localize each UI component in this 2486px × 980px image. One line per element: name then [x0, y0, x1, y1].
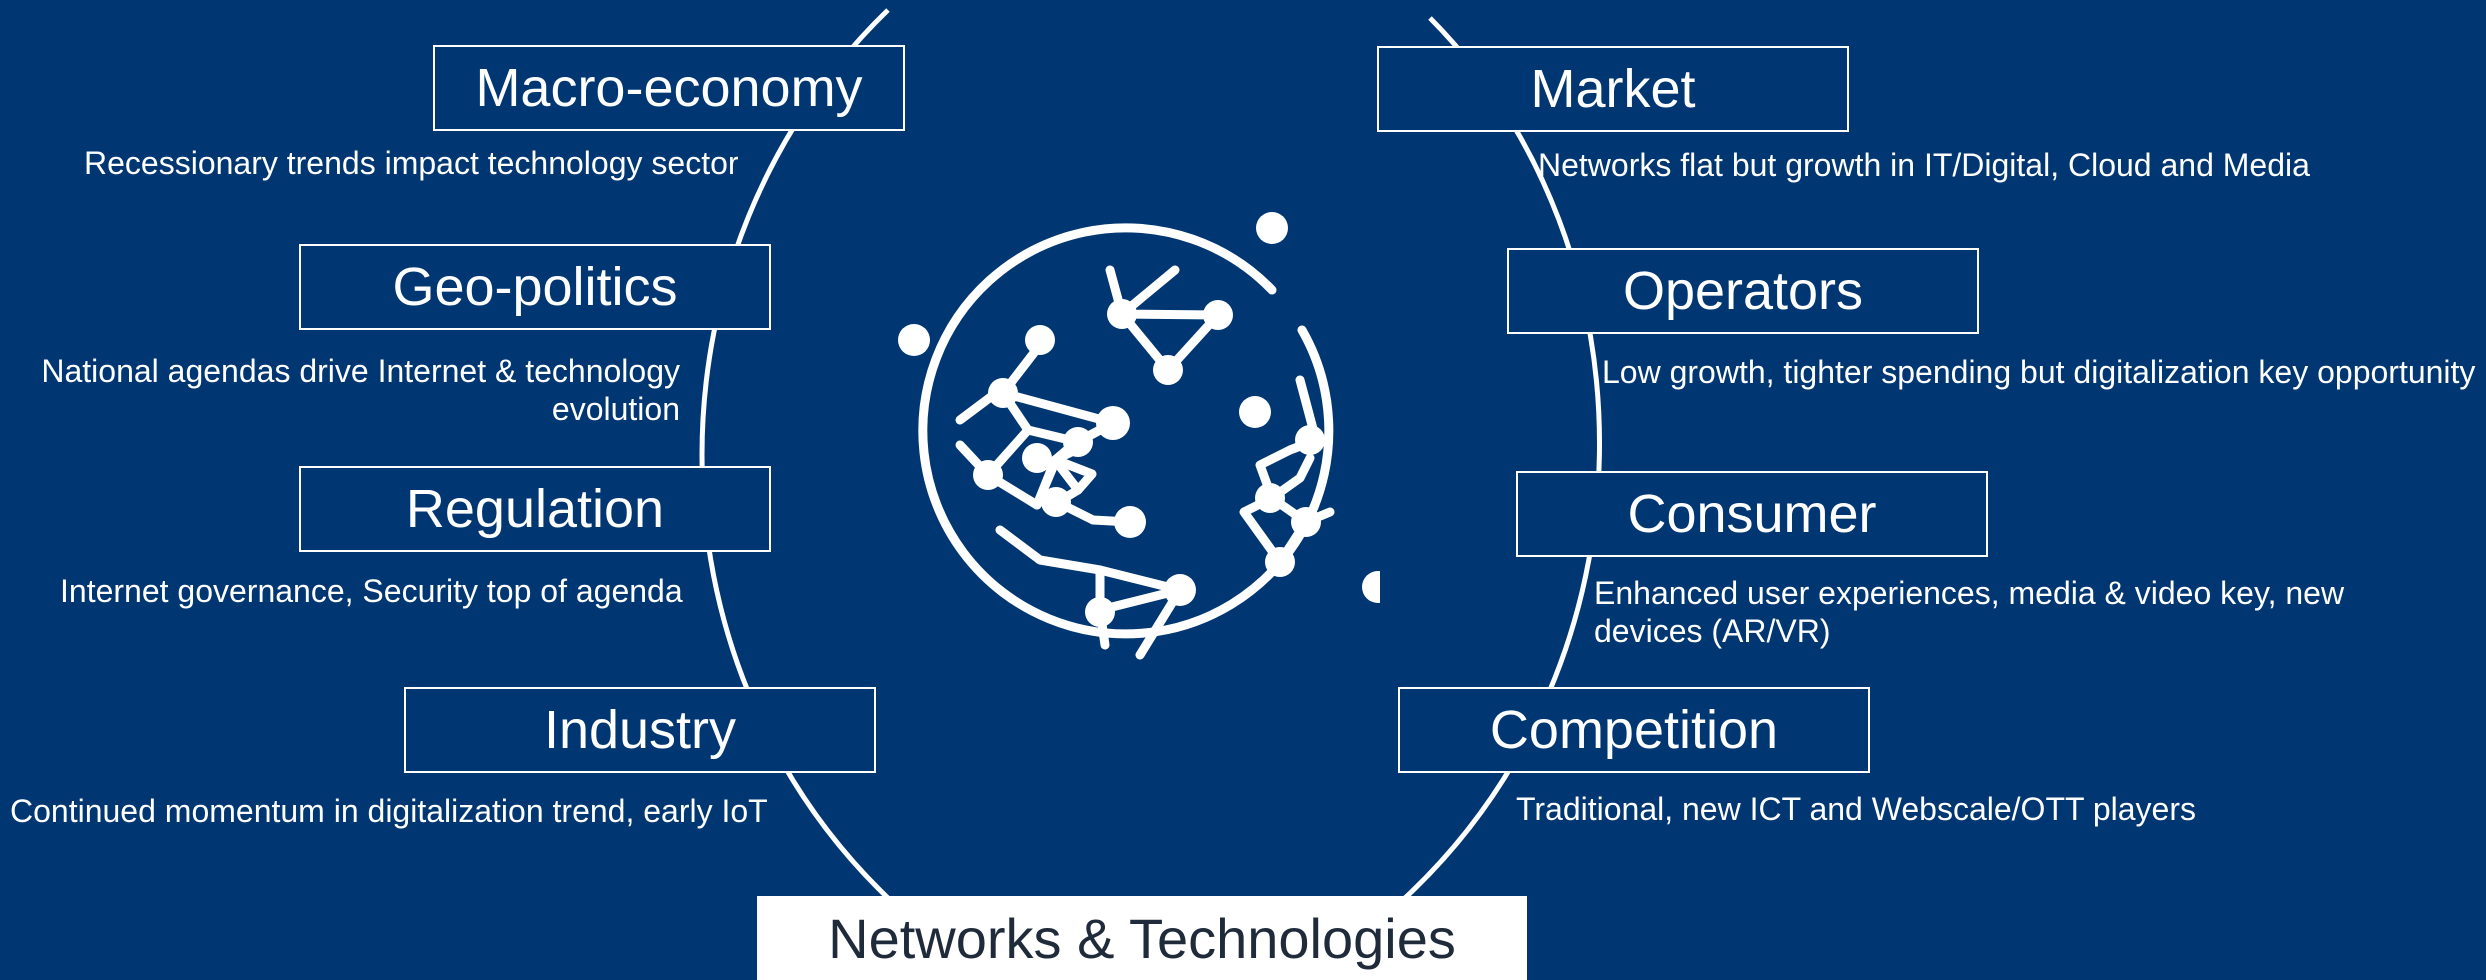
operators-description: Low growth, tighter spending but digital…	[1602, 354, 2476, 390]
operators-title: Operators	[1622, 261, 1864, 321]
globe-network-icon	[898, 212, 1380, 660]
macro-economy-title: Macro-economy	[475, 58, 863, 118]
macro-economy-box: Macro-economy	[433, 45, 905, 131]
consumer-description: Enhanced user experiences, media & video…	[1594, 575, 2345, 649]
market-title: Market	[1530, 59, 1696, 119]
industry-box: Industry	[404, 687, 876, 773]
networks-technologies-box: Networks & Technologies	[757, 896, 1527, 980]
operators-box: Operators	[1507, 248, 1979, 334]
consumer-box: Consumer	[1516, 471, 1988, 557]
geo-politics-description: National agendas drive Internet & techno…	[41, 353, 680, 427]
industry-title: Industry	[543, 700, 737, 760]
competition-box: Competition	[1398, 687, 1870, 773]
geo-politics-title: Geo-politics	[392, 257, 678, 317]
industry-description: Continued momentum in digitalization tre…	[10, 793, 768, 829]
competition-title: Competition	[1489, 700, 1779, 760]
market-box: Market	[1377, 46, 1849, 132]
regulation-title: Regulation	[405, 479, 665, 539]
consumer-title: Consumer	[1627, 484, 1877, 544]
geo-politics-box: Geo-politics	[299, 244, 771, 330]
regulation-description: Internet governance, Security top of age…	[60, 573, 683, 609]
competition-description: Traditional, new ICT and Webscale/OTT pl…	[1516, 791, 2196, 827]
regulation-box: Regulation	[299, 466, 771, 552]
market-description: Networks flat but growth in IT/Digital, …	[1538, 147, 2310, 183]
macro-economy-description: Recessionary trends impact technology se…	[84, 145, 739, 181]
networks-technologies-label: Networks & Technologies	[828, 906, 1456, 970]
